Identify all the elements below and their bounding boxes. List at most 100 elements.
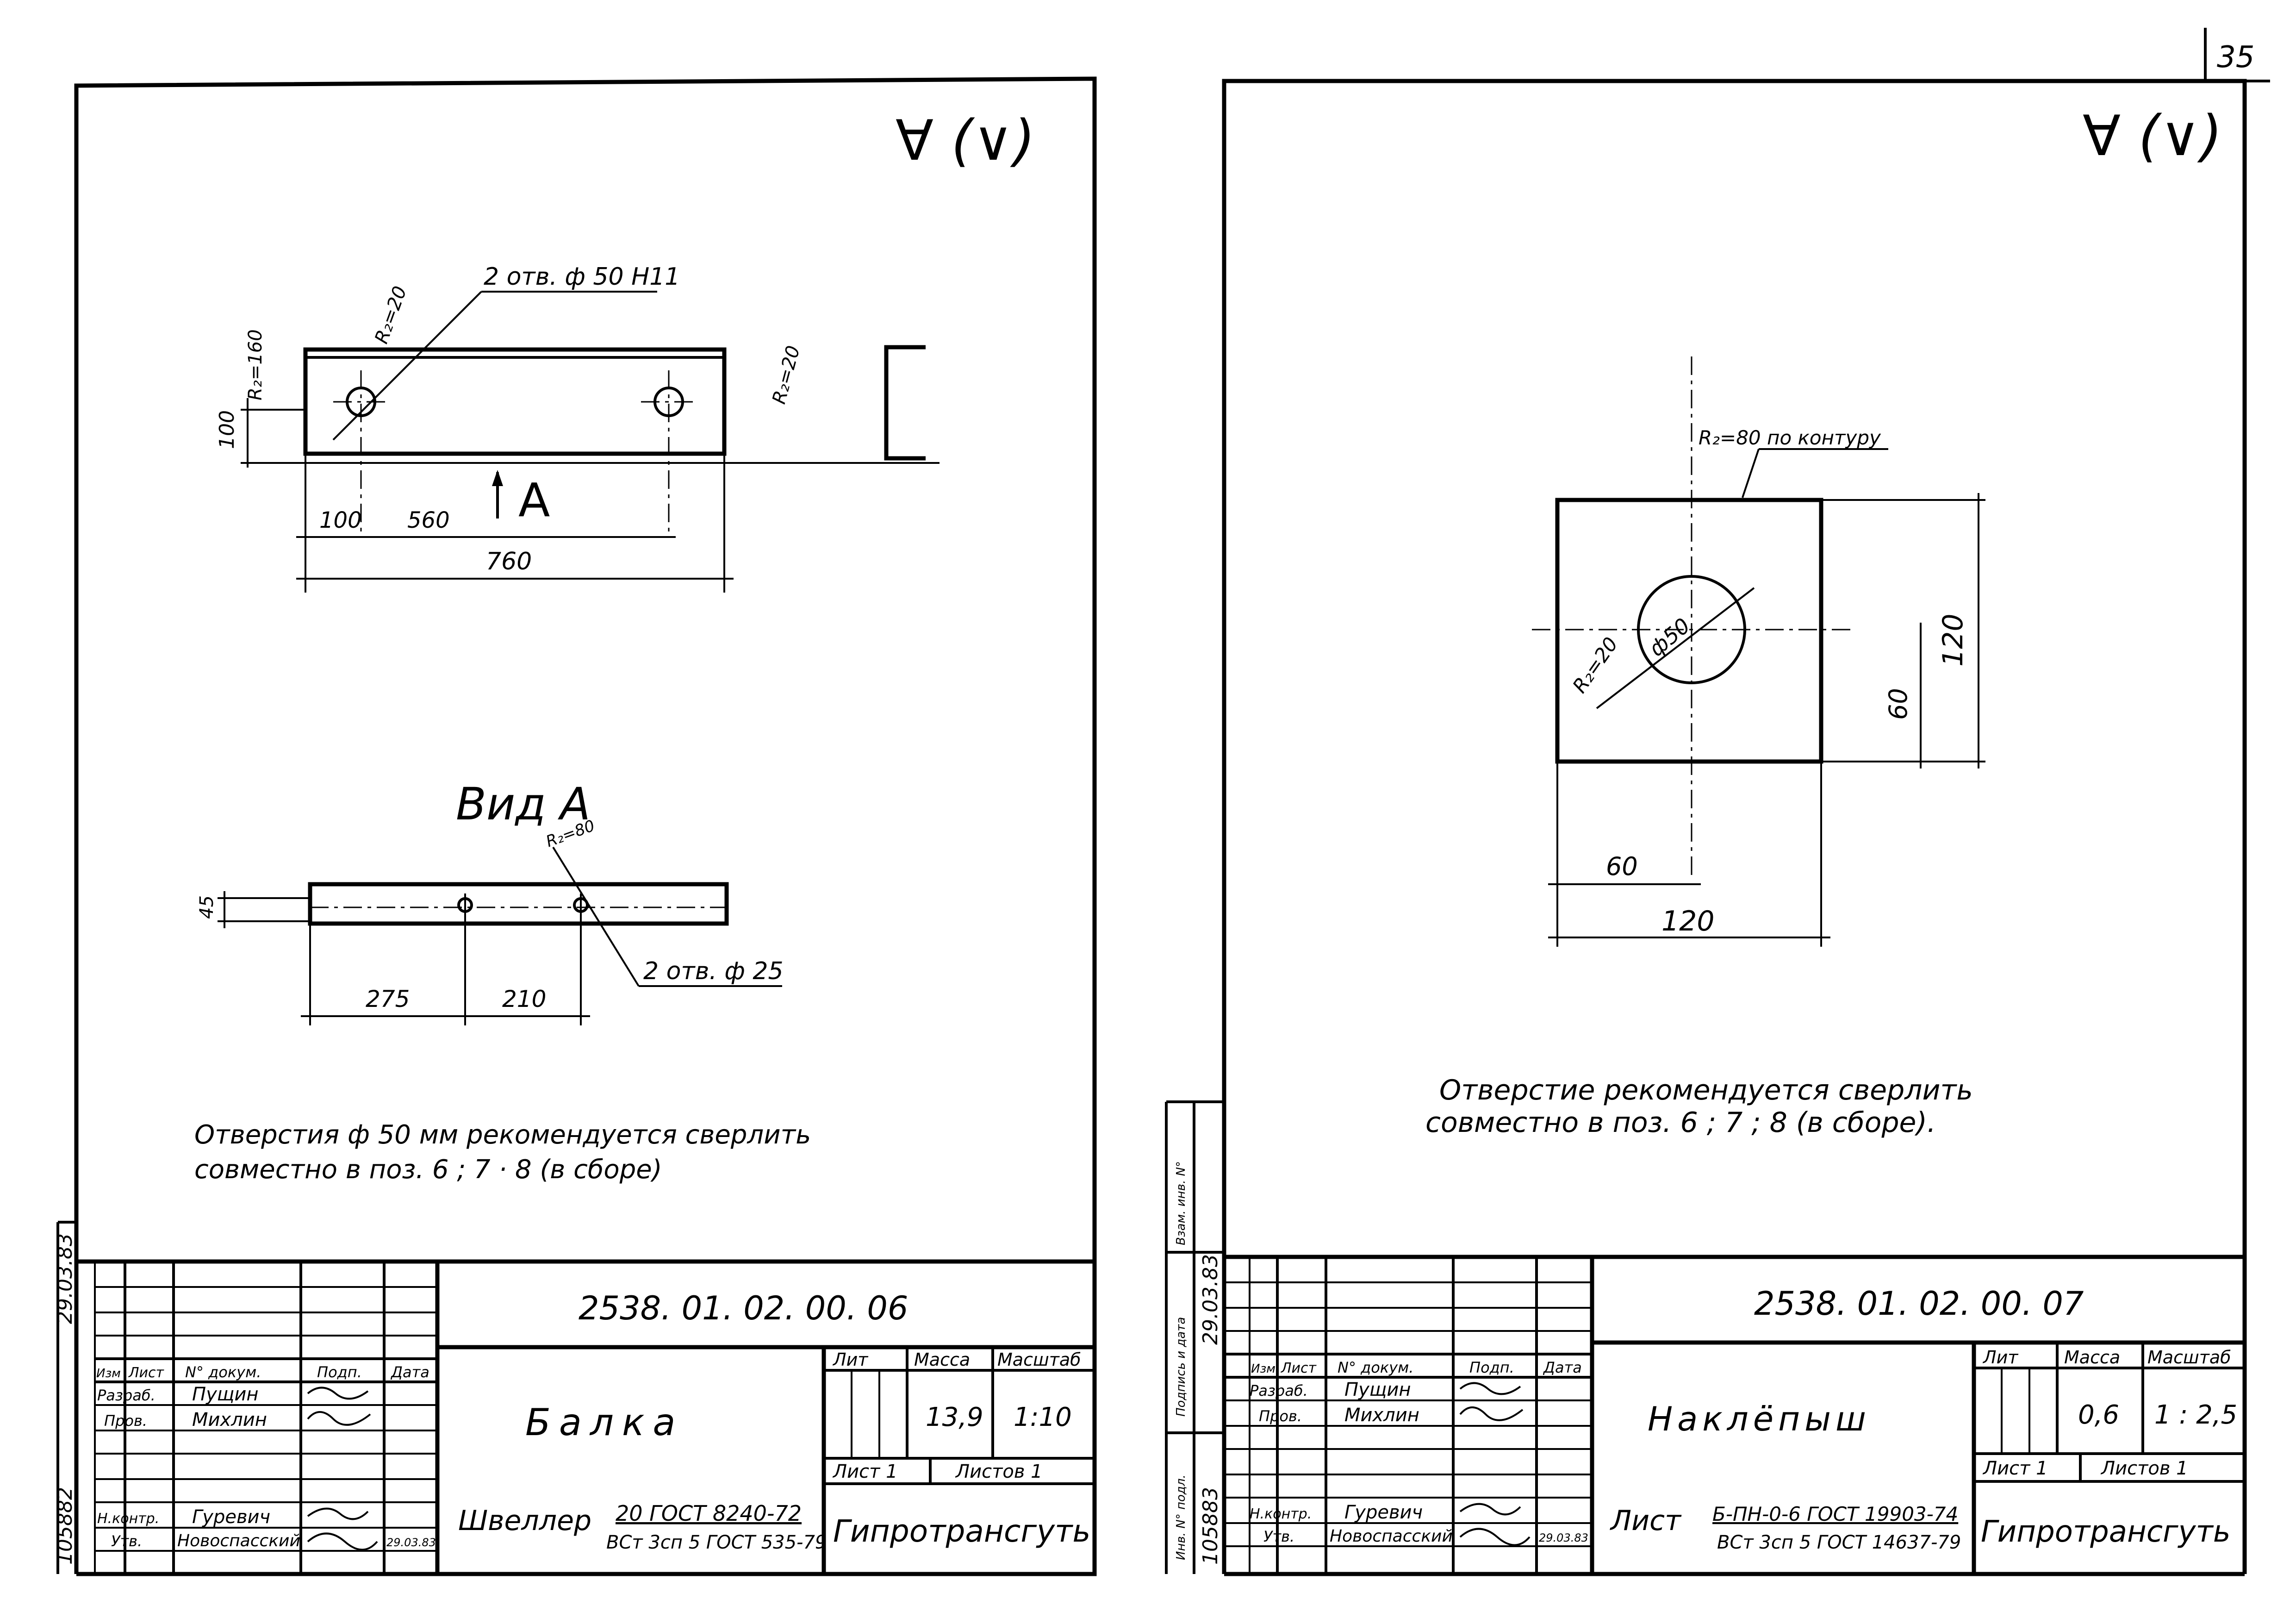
right-approve-date: 29.03.83 — [1539, 1531, 1588, 1544]
roughness-right-label: R₂=20 — [768, 344, 804, 406]
left-role-approve: Утв. — [111, 1532, 142, 1550]
left-role-check: Пров. — [104, 1412, 147, 1430]
left-signatures — [307, 1387, 378, 1551]
right-side-lbl1: Инв. N° подл. — [1174, 1474, 1188, 1560]
plate-hole-leader — [1596, 587, 1755, 709]
right-scale: 1 : 2,5 — [2154, 1400, 2237, 1430]
left-material-steel: ВСт 3сп 5 ГОСТ 535-79 — [606, 1532, 827, 1553]
right-col-scale: Масштаб — [2147, 1347, 2231, 1368]
dim-60-v: 60 — [1884, 688, 1913, 720]
left-note-line2: совместно в поз. 6 ; 7 · 8 (в сборе) — [194, 1155, 662, 1185]
left-title-block — [76, 1259, 1095, 1574]
contour-note: R₂=80 по контуру — [1699, 426, 1881, 449]
right-material-steel: ВСт 3сп 5 ГОСТ 14637-79 — [1717, 1532, 1961, 1553]
page-number: 35 — [2217, 40, 2254, 75]
right-role-dev: Разраб. — [1250, 1382, 1308, 1399]
dim-120-h: 120 — [1661, 905, 1715, 937]
right-side-date: 29.03.83 — [1199, 1254, 1222, 1345]
right-part-name: Наклёпыш — [1648, 1399, 1871, 1438]
right-side-lbl2: Подпись и дата — [1174, 1317, 1188, 1417]
left-name-dev: Пущин — [192, 1384, 259, 1405]
right-signatures — [1459, 1382, 1531, 1546]
left-scale: 1:10 — [1014, 1402, 1072, 1432]
right-name-approve: Новоспасский — [1330, 1527, 1453, 1546]
dim-760: 760 — [486, 548, 532, 575]
right-note-line2: совместно в поз. 6 ; 7 ; 8 (в сборе). — [1425, 1106, 1936, 1139]
right-role-approve: Утв. — [1263, 1528, 1294, 1545]
right-col-mass: Масса — [2064, 1347, 2120, 1368]
right-sheets-total: Листов 1 — [2100, 1458, 2188, 1479]
left-hdr-date: Дата — [390, 1363, 429, 1381]
right-hdr-sign: Подп. — [1469, 1359, 1514, 1376]
left-role-dev: Разраб. — [97, 1387, 156, 1404]
beam-plan-outline — [303, 347, 727, 456]
right-sheet-num: Лист 1 — [1982, 1458, 2048, 1479]
right-side-lbl3: Взам. инв. N° — [1174, 1161, 1188, 1245]
plate-hole-label: ф50 — [1644, 613, 1695, 661]
right-frame — [1222, 79, 2247, 1574]
dim-120-v: 120 — [1937, 613, 1969, 667]
hole-note-bottom: 2 отв. ф 25 — [643, 957, 784, 985]
right-doc-number: 2538. 01. 02. 00. 07 — [1754, 1285, 2084, 1323]
left-hdr-sign: Подп. — [317, 1363, 362, 1381]
dim-275: 275 — [366, 986, 410, 1012]
left-col-mass: Масса — [914, 1349, 970, 1370]
roughness-left-label: R₂=160 — [245, 329, 266, 400]
left-role-nkontr: Н.контр. — [97, 1511, 159, 1527]
left-org: Гипротрансгуть — [833, 1513, 1090, 1549]
left-material-main: Швеллер — [458, 1505, 591, 1537]
left-col-lit: Лит — [832, 1349, 869, 1370]
roughness-hole-label: R₂=20 — [371, 283, 411, 346]
left-frame — [74, 76, 1097, 1576]
left-sheet-num: Лист 1 — [832, 1461, 898, 1482]
dim-60-h: 60 — [1606, 852, 1638, 881]
dim-560: 560 — [407, 507, 450, 533]
right-sheet: ∀ (∨) ф50 R₂=20 R₂=80 по контуру 120 60 … — [1165, 79, 2247, 1576]
channel-section-symbol — [884, 345, 926, 461]
right-hdr-date: Дата — [1543, 1359, 1582, 1376]
left-approve-date: 29.03.83 — [386, 1536, 436, 1549]
left-hdr-izm: Изм — [96, 1367, 121, 1380]
left-mass: 13,9 — [926, 1402, 983, 1432]
right-org: Гипротрансгуть — [1981, 1515, 2231, 1549]
left-sheet: ∀ (∨) 2 отв. ф 50 Н11 R₂=20 R₂=160 R₂=20… — [53, 76, 1097, 1576]
left-col-scale: Масштаб — [997, 1349, 1081, 1370]
plate-outline — [1555, 498, 1823, 764]
right-hdr-docnum: N° докум. — [1338, 1359, 1413, 1376]
right-name-nkontr: Гуревич — [1344, 1502, 1423, 1523]
left-note-line1: Отверстия ф 50 мм рекомендуется сверлить — [194, 1120, 811, 1150]
view-a-arrowhead — [492, 470, 503, 486]
left-material-num: 20 ГОСТ 8240-72 — [616, 1501, 802, 1526]
left-roughness-mark: ∀ (∨) — [896, 109, 1035, 173]
right-role-nkontr: Н.контр. — [1250, 1506, 1312, 1522]
view-title: Вид A — [456, 778, 591, 830]
left-doc-number: 2538. 01. 02. 00. 06 — [579, 1289, 908, 1327]
beam-side-view — [308, 882, 729, 926]
side-hole-leader — [552, 846, 640, 987]
hole-note-top: 2 отв. ф 50 Н11 — [484, 263, 680, 291]
right-name-dev: Пущин — [1344, 1379, 1411, 1400]
plate-roughness-hole: R₂=20 — [1568, 633, 1622, 697]
right-side-inv: 105883 — [1199, 1487, 1222, 1565]
right-material-main: Лист — [1610, 1505, 1682, 1537]
left-part-name: Балка — [525, 1401, 684, 1444]
left-name-check: Михлин — [192, 1409, 267, 1430]
right-hdr-izm: Изм — [1251, 1362, 1276, 1376]
dim-210: 210 — [502, 986, 546, 1012]
right-col-lit: Лит — [1982, 1347, 2019, 1368]
dim-height: 100 — [215, 410, 239, 449]
right-role-check: Пров. — [1259, 1407, 1302, 1425]
left-name-nkontr: Гуревич — [192, 1506, 270, 1528]
right-note-line1: Отверстие рекомендуется сверлить — [1439, 1074, 1973, 1106]
right-roughness-mark: ∀ (∨) — [2083, 104, 2222, 169]
hole-leader — [332, 291, 482, 441]
left-side-date: 29.03.83 — [53, 1233, 77, 1324]
right-title-block — [1224, 1255, 2245, 1574]
left-sheets-total: Листов 1 — [955, 1461, 1043, 1482]
left-hdr-list: Лист — [128, 1365, 165, 1381]
view-a-label: A — [518, 473, 550, 527]
right-mass: 0,6 — [2078, 1400, 2119, 1430]
right-material-num: Б-ПН-0-6 ГОСТ 19903-74 — [1712, 1503, 1958, 1525]
left-hdr-docnum: N° докум. — [185, 1363, 261, 1381]
